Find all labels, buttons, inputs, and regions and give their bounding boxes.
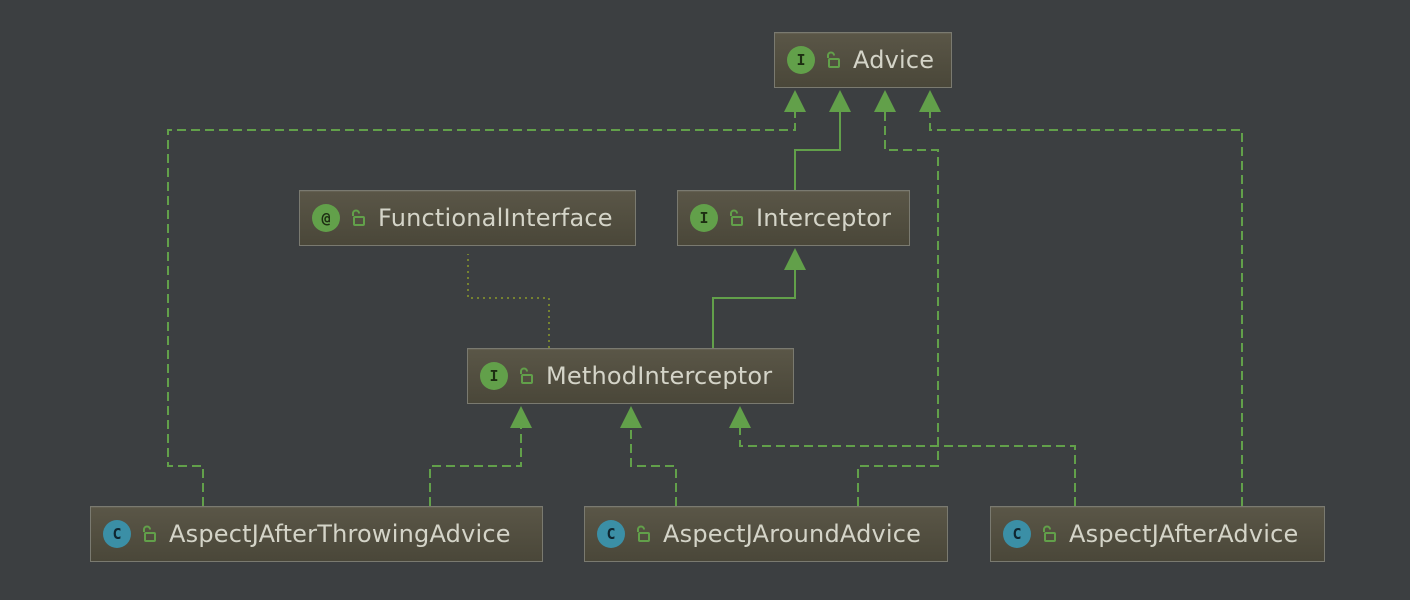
node-label: AspectJAfterAdvice (1069, 520, 1299, 548)
node-method-interceptor[interactable]: I MethodInterceptor (467, 348, 794, 404)
node-aspectj-around-advice[interactable]: C AspectJAroundAdvice (584, 506, 948, 562)
node-label: FunctionalInterface (378, 204, 613, 232)
node-advice[interactable]: I Advice (774, 32, 952, 88)
edge-method-to-functional (467, 254, 550, 348)
interface-badge-icon: I (480, 362, 508, 390)
node-label: AspectJAfterThrowingAdvice (169, 520, 511, 548)
node-functional-interface[interactable]: @ FunctionalInterface (299, 190, 636, 246)
unlocked-lock-icon (520, 367, 533, 384)
edge-interceptor-to-advice (794, 112, 841, 190)
node-label: AspectJAroundAdvice (663, 520, 922, 548)
unlocked-lock-icon (143, 525, 156, 542)
node-label: MethodInterceptor (546, 362, 773, 390)
edge-around-to-advice (857, 112, 939, 506)
interface-badge-icon: I (690, 204, 718, 232)
arrowhead-advice-1 (784, 90, 806, 112)
node-label: Interceptor (756, 204, 892, 232)
edge-around-to-method (630, 428, 677, 506)
arrowhead-interceptor (784, 248, 806, 270)
unlocked-lock-icon (1043, 525, 1056, 542)
unlocked-lock-icon (730, 209, 743, 226)
node-aspectj-after-advice[interactable]: C AspectJAfterAdvice (990, 506, 1325, 562)
class-badge-icon: C (103, 520, 131, 548)
interface-badge-icon: I (787, 46, 815, 74)
unlocked-lock-icon (827, 51, 840, 68)
edge-after-to-method (739, 428, 1076, 506)
unlocked-lock-icon (637, 525, 650, 542)
node-label: Advice (853, 46, 935, 74)
class-badge-icon: C (597, 520, 625, 548)
arrowhead-advice-3 (874, 90, 896, 112)
edge-method-to-interceptor (712, 270, 796, 348)
arrowhead-method-1 (510, 406, 532, 428)
unlocked-lock-icon (352, 209, 365, 226)
edge-throwing-to-advice (167, 112, 796, 506)
arrowhead-advice-4 (919, 90, 941, 112)
arrowhead-advice-2 (829, 90, 851, 112)
arrowhead-method-2 (620, 406, 642, 428)
edge-after-to-advice (929, 112, 1243, 506)
annotation-badge-icon: @ (312, 204, 340, 232)
arrowhead-method-3 (729, 406, 751, 428)
edge-throwing-to-method (429, 428, 522, 506)
node-interceptor[interactable]: I Interceptor (677, 190, 910, 246)
class-badge-icon: C (1003, 520, 1031, 548)
node-aspectj-after-throwing-advice[interactable]: C AspectJAfterThrowingAdvice (90, 506, 543, 562)
